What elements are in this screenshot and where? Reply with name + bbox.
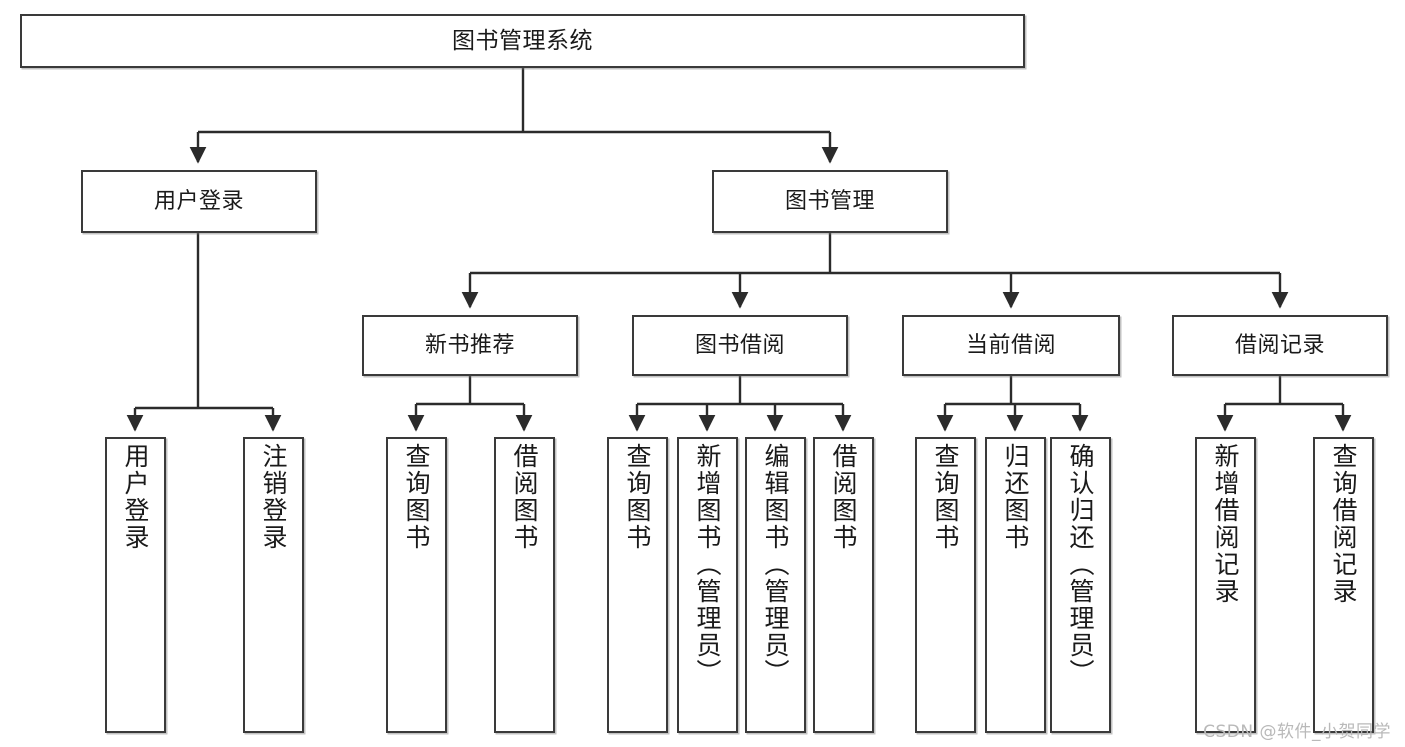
node-leaf-query-borrow-record[interactable]: 查询借阅记录 xyxy=(1313,437,1374,733)
node-leaf-query-book-1[interactable]: 查询图书 xyxy=(386,437,447,733)
node-label: 图书管理系统 xyxy=(452,27,593,54)
node-borrow-record[interactable]: 借阅记录 xyxy=(1172,315,1388,376)
node-label: 新书推荐 xyxy=(424,332,515,358)
node-label: 用户登录 xyxy=(153,188,244,214)
node-leaf-user-logout[interactable]: 注销登录 xyxy=(243,437,304,733)
node-label: 查询借阅记录 xyxy=(1329,443,1358,605)
node-label: 编辑图书（管理员） xyxy=(761,443,790,686)
node-label: 确认归还（管理员） xyxy=(1066,443,1095,686)
node-label: 查询图书 xyxy=(623,443,652,551)
node-leaf-user-login[interactable]: 用户登录 xyxy=(105,437,166,733)
node-user-login[interactable]: 用户登录 xyxy=(81,170,317,233)
node-label: 查询图书 xyxy=(931,443,960,551)
node-label: 图书借阅 xyxy=(694,332,785,358)
node-label: 借阅图书 xyxy=(829,443,858,551)
node-leaf-query-book-2[interactable]: 查询图书 xyxy=(607,437,668,733)
node-label: 归还图书 xyxy=(1001,443,1030,551)
node-label: 用户登录 xyxy=(121,443,150,551)
node-book-management[interactable]: 图书管理 xyxy=(712,170,948,233)
node-book-borrow[interactable]: 图书借阅 xyxy=(632,315,848,376)
node-label: 当前借阅 xyxy=(965,332,1056,358)
watermark-text: CSDN @软件_小贺同学 xyxy=(1203,722,1391,742)
node-new-book-recommend[interactable]: 新书推荐 xyxy=(362,315,578,376)
node-leaf-edit-book-admin[interactable]: 编辑图书（管理员） xyxy=(745,437,806,733)
node-label: 新增借阅记录 xyxy=(1211,443,1240,605)
node-leaf-query-book-3[interactable]: 查询图书 xyxy=(915,437,976,733)
node-root-system[interactable]: 图书管理系统 xyxy=(20,14,1025,68)
node-label: 查询图书 xyxy=(402,443,431,551)
node-label: 新增图书（管理员） xyxy=(693,443,722,686)
node-leaf-return-book[interactable]: 归还图书 xyxy=(985,437,1046,733)
node-label: 图书管理 xyxy=(784,188,875,214)
node-label: 借阅图书 xyxy=(510,443,539,551)
node-current-borrow[interactable]: 当前借阅 xyxy=(902,315,1120,376)
node-leaf-borrow-book-1[interactable]: 借阅图书 xyxy=(494,437,555,733)
node-leaf-confirm-return-admin[interactable]: 确认归还（管理员） xyxy=(1050,437,1111,733)
node-leaf-add-borrow-record[interactable]: 新增借阅记录 xyxy=(1195,437,1256,733)
node-leaf-add-book-admin[interactable]: 新增图书（管理员） xyxy=(677,437,738,733)
node-label: 注销登录 xyxy=(259,443,288,551)
node-leaf-borrow-book-2[interactable]: 借阅图书 xyxy=(813,437,874,733)
node-label: 借阅记录 xyxy=(1234,332,1325,358)
